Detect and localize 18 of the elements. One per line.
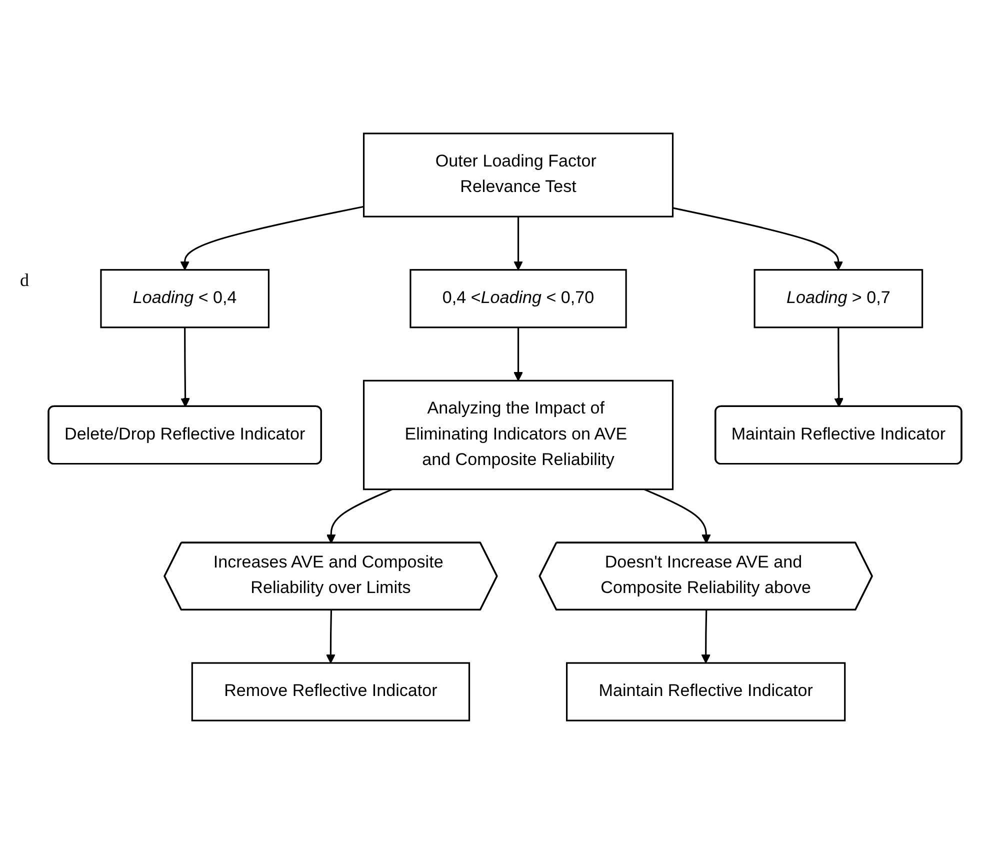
arrow [326, 488, 393, 544]
node-box: Analyzing the Impact of Eliminating Indicators on AVE and Composite Reliability [362, 380, 674, 490]
arrow [326, 610, 336, 664]
arrow [180, 327, 190, 408]
arrow [834, 327, 844, 408]
node-box: Remove Reflective Indicator [191, 662, 470, 722]
note-text: d [20, 270, 29, 291]
node-box: 0,4 <Loading < 0,70 [410, 269, 627, 328]
arrow [672, 207, 844, 270]
arrow [514, 216, 523, 270]
node-box: Maintain Reflective Indicator [566, 662, 846, 722]
arrow [514, 327, 523, 382]
arrow [644, 488, 711, 544]
node-box: Loading > 0,7 [754, 269, 924, 328]
arrow [180, 206, 364, 270]
arrow [701, 610, 711, 664]
node-box: Loading < 0,4 [100, 269, 270, 328]
node-box: Outer Loading Factor Relevance Test [362, 132, 674, 218]
